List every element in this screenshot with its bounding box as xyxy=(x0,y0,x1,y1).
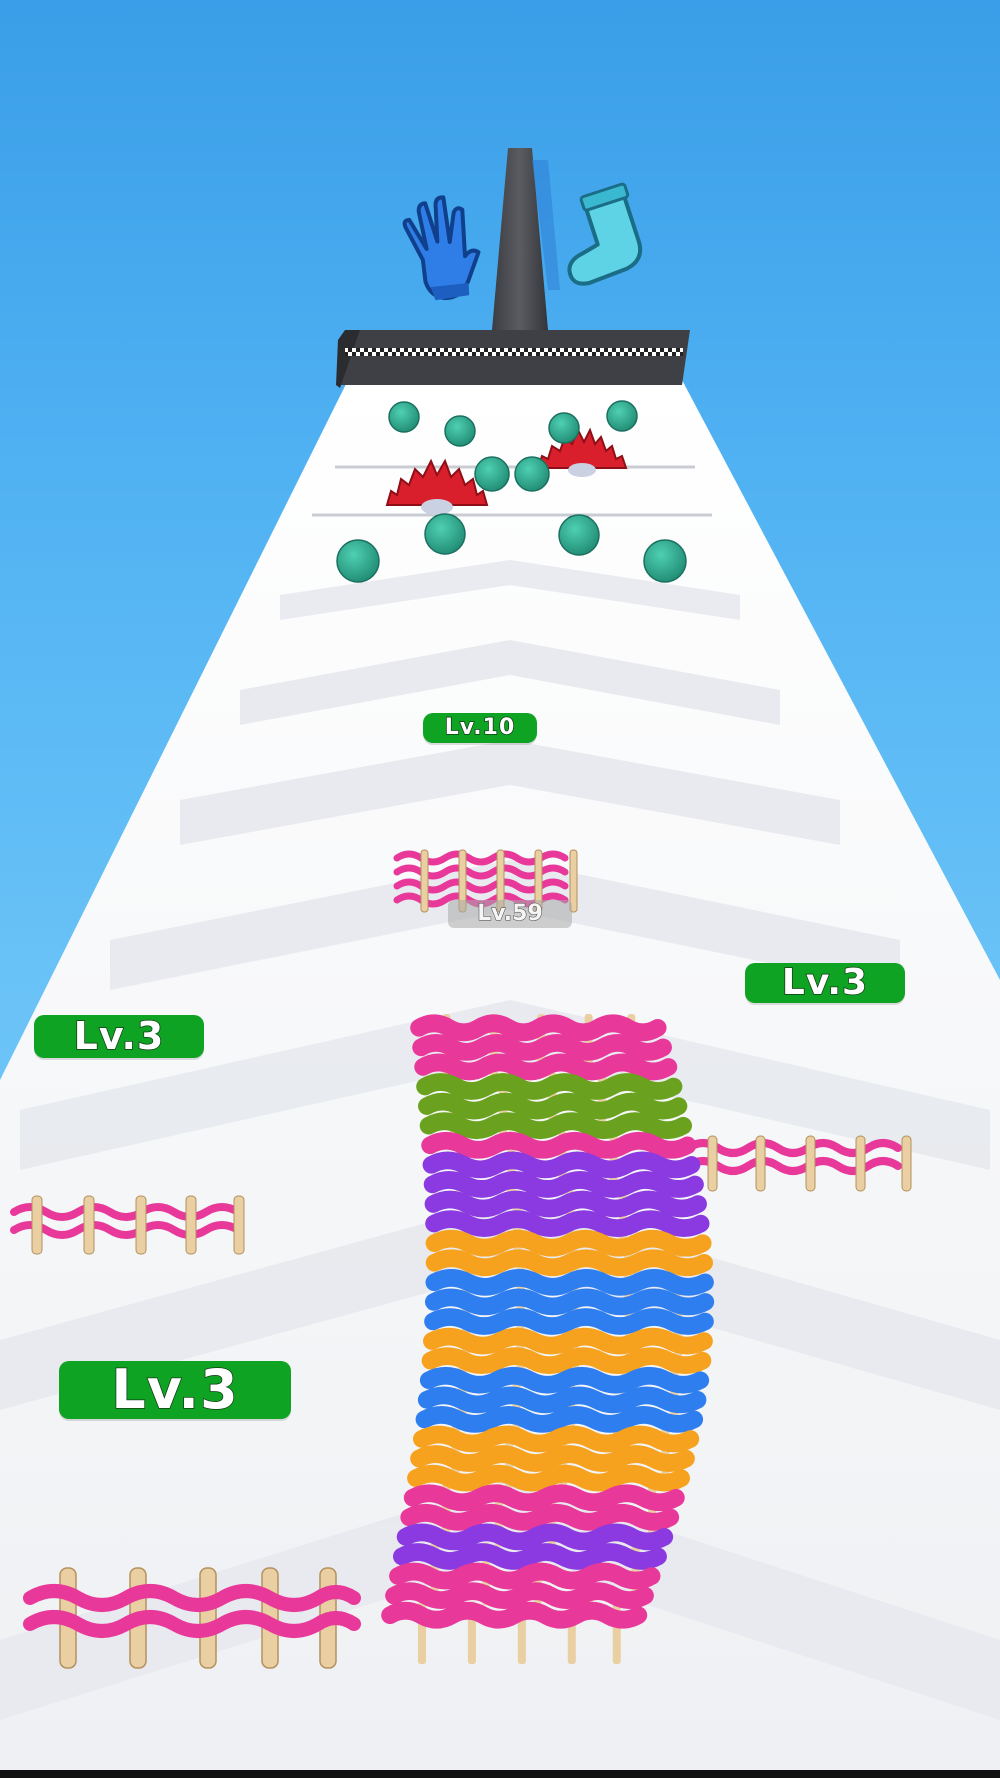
knit-row xyxy=(425,1210,710,1237)
knit-pickup-left-lower xyxy=(23,1567,361,1669)
knit-row xyxy=(414,1053,678,1081)
yarn-ball xyxy=(474,456,510,492)
knit-row xyxy=(385,1582,654,1609)
knit-row xyxy=(415,1406,704,1433)
yarn-ball xyxy=(424,513,466,555)
saw-blade-left xyxy=(385,458,489,515)
knit-row xyxy=(424,1190,707,1218)
level-badge-left-upper: Lv.3 xyxy=(34,1014,204,1058)
knit-row xyxy=(400,1504,680,1531)
knit-row xyxy=(419,1112,693,1139)
knit-row xyxy=(425,1288,715,1316)
yarn-ball xyxy=(606,400,638,432)
knit-row xyxy=(425,1269,714,1296)
level-badge-mid: Lv.59 xyxy=(448,900,572,928)
knit-row xyxy=(419,1366,710,1394)
knit-row xyxy=(425,1229,712,1257)
knit-row xyxy=(407,1464,690,1492)
knit-row xyxy=(422,1151,701,1179)
level-badge-far: Lv.10 xyxy=(423,713,537,743)
level-badge-left-lower: Lv.3 xyxy=(59,1360,291,1419)
knit-row xyxy=(410,1014,667,1042)
knit-row xyxy=(410,1445,695,1472)
screen-bottom-edge xyxy=(0,1770,1000,1778)
knit-row xyxy=(413,1425,700,1453)
knit-pickup-left xyxy=(10,1195,245,1255)
knit-row xyxy=(381,1601,648,1629)
yarn-ball xyxy=(558,514,600,556)
knit-row xyxy=(421,1347,712,1374)
yarn-ball xyxy=(548,412,580,444)
yarn-balls xyxy=(336,400,687,583)
knit-row xyxy=(423,1327,713,1355)
knit-row xyxy=(389,1562,661,1590)
knit-row xyxy=(424,1308,714,1335)
knit-row xyxy=(396,1523,674,1551)
saw-blade-right xyxy=(536,427,628,477)
knit-row xyxy=(417,1386,707,1414)
yarn-ball xyxy=(388,401,420,433)
finish-platform xyxy=(336,148,690,388)
yarn-ball xyxy=(336,539,380,583)
knit-row xyxy=(421,1131,697,1159)
yarn-ball xyxy=(514,456,550,492)
knit-row xyxy=(423,1171,704,1198)
knit-row xyxy=(403,1484,685,1512)
knit-row xyxy=(418,1092,688,1120)
sock-icon xyxy=(567,182,643,286)
knit-row xyxy=(425,1249,713,1277)
yarn-ball xyxy=(643,539,687,583)
level-badge-right: Lv.3 xyxy=(745,962,905,1003)
knit-row xyxy=(392,1543,667,1570)
glove-icon xyxy=(402,195,481,301)
yarn-ball xyxy=(444,415,476,447)
knit-pickup-right xyxy=(684,1135,912,1192)
knit-row xyxy=(412,1034,672,1061)
player-knit-stack xyxy=(381,1014,715,1665)
knit-row xyxy=(416,1073,683,1100)
